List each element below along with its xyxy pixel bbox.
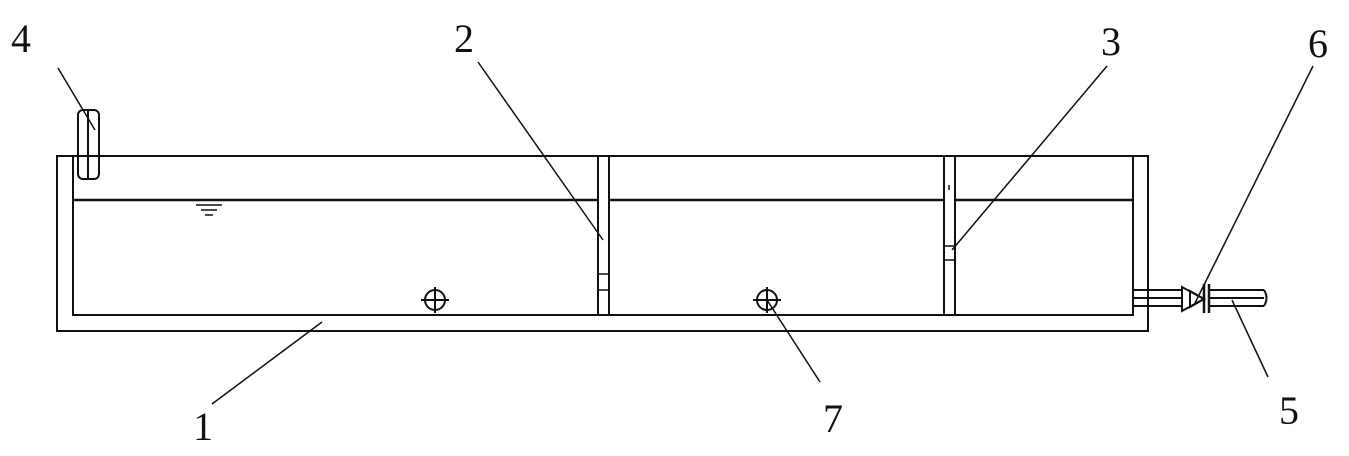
label-aerator: 7 <box>823 396 843 441</box>
tank <box>56 155 1149 332</box>
leader-partition <box>477 61 604 241</box>
water-level-symbol <box>196 204 222 216</box>
leader-outlet <box>1231 299 1269 378</box>
partition-opening <box>943 245 956 261</box>
leader-inlet <box>57 67 96 131</box>
leader-opening <box>951 65 1108 251</box>
water-surface <box>73 198 1133 216</box>
leader-valve <box>1194 65 1314 304</box>
leader-lines <box>57 61 1314 405</box>
label-partition: 2 <box>454 16 474 61</box>
label-opening: 3 <box>1101 19 1121 64</box>
partition-right <box>943 156 956 315</box>
tank-outer-wall <box>56 155 1149 332</box>
tank-inner-wall <box>72 156 1134 316</box>
label-outlet-pipe: 5 <box>1279 388 1299 433</box>
label-valve: 6 <box>1308 21 1328 66</box>
leader-aerator <box>766 299 821 383</box>
label-inlet-pipe: 4 <box>11 16 31 61</box>
number-labels: 1 2 3 4 5 6 7 <box>11 16 1328 449</box>
outlet-pipe <box>1133 284 1268 313</box>
leader-tank <box>211 321 323 405</box>
partition-left <box>597 156 610 315</box>
aerator-left <box>421 287 449 313</box>
inlet-pipe <box>77 109 100 180</box>
valve <box>1181 285 1207 313</box>
label-tank: 1 <box>193 404 213 449</box>
